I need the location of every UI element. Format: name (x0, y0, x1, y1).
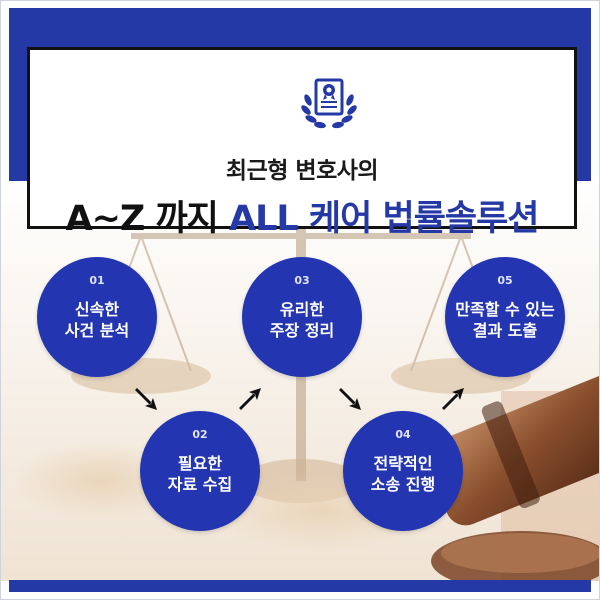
arrow-down-right-icon (135, 388, 157, 410)
scales-and-gavel-photo (1, 181, 599, 581)
arrow-up-right-icon (239, 388, 261, 410)
step-03-number: 03 (294, 274, 310, 287)
arrow-down-right-icon (339, 388, 361, 410)
title-line-2-highlight: ALL 케어 법률솔루션 (229, 199, 539, 239)
step-01-number: 01 (89, 274, 105, 287)
step-02-number: 02 (192, 428, 208, 441)
step-04-number: 04 (395, 428, 411, 441)
arrow-up-right-icon (442, 388, 464, 410)
step-02-label: 필요한 자료 수집 (167, 454, 233, 494)
step-04-circle: 04 전략적인 소송 진행 (343, 411, 463, 531)
step-04-label: 전략적인 소송 진행 (370, 454, 436, 494)
step-02-circle: 02 필요한 자료 수집 (140, 411, 260, 531)
step-03-label: 유리한 주장 정리 (269, 300, 335, 340)
title-line-2-prefix: A~Z 까지 (65, 199, 230, 239)
step-05-number: 05 (497, 274, 513, 287)
title-line-1: 최근형 변호사의 (225, 158, 379, 184)
step-03-circle: 03 유리한 주장 정리 (242, 257, 362, 377)
step-05-circle: 05 만족할 수 있는 결과 도출 (445, 257, 565, 377)
certificate-laurel-icon (301, 78, 357, 129)
title-card: 최근형 변호사의 A~Z 까지 ALL 케어 법률솔루션 (27, 47, 577, 239)
bottom-blue-band (9, 580, 591, 592)
step-05-label: 만족할 수 있는 결과 도출 (455, 300, 555, 340)
step-01-label: 신속한 사건 분석 (64, 300, 130, 340)
title-line-2: A~Z 까지 ALL 케어 법률솔루션 (30, 190, 574, 241)
step-01-circle: 01 신속한 사건 분석 (37, 257, 157, 377)
